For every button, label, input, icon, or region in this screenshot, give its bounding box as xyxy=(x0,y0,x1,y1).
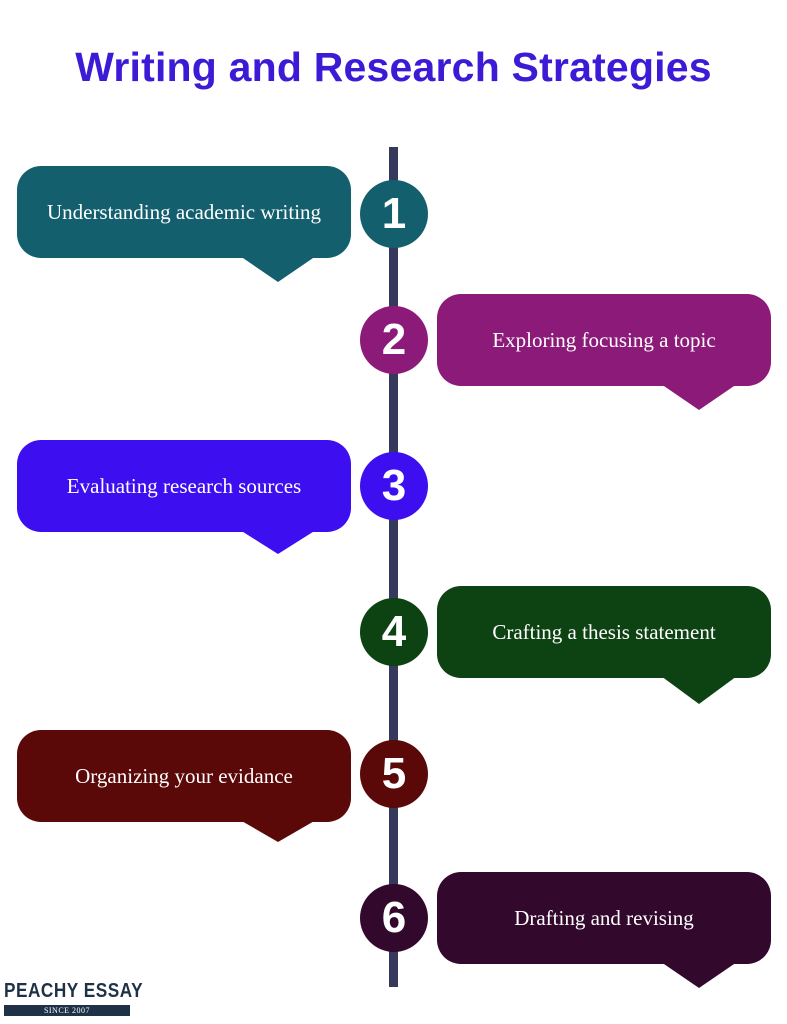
step-5-bubble-tail xyxy=(240,820,316,842)
step-6-label: Drafting and revising xyxy=(514,906,694,930)
timeline-spine xyxy=(389,147,398,987)
step-5-bubble: Organizing your evidance xyxy=(17,730,351,822)
step-6-bubble: Drafting and revising xyxy=(437,872,771,964)
logo-tagline: SINCE 2007 xyxy=(4,1005,130,1016)
logo-name: PEACHY ESSAY xyxy=(4,980,144,1002)
step-1-bubble: Understanding academic writing xyxy=(17,166,351,258)
step-4-bubble-tail xyxy=(661,676,737,704)
step-5-number-circle: 5 xyxy=(360,740,428,808)
step-4-label: Crafting a thesis statement xyxy=(492,620,716,644)
step-2-bubble-tail xyxy=(661,384,737,410)
peachy-essay-logo: PEACHY ESSAY SINCE 2007 xyxy=(4,980,144,1016)
step-6-bubble-tail xyxy=(661,962,737,988)
step-2-bubble: Exploring focusing a topic xyxy=(437,294,771,386)
step-2-number-circle: 2 xyxy=(360,306,428,374)
step-3-number-circle: 3 xyxy=(360,452,428,520)
step-1-label: Understanding academic writing xyxy=(46,200,322,224)
step-3-label: Evaluating research sources xyxy=(66,474,302,498)
page-title: Writing and Research Strategies xyxy=(75,44,712,90)
step-3-bubble-tail xyxy=(240,530,316,554)
step-4-bubble: Crafting a thesis statement xyxy=(437,586,771,678)
step-2-label: Exploring focusing a topic xyxy=(492,328,716,352)
step-3-bubble: Evaluating research sources xyxy=(17,440,351,532)
step-1-number-circle: 1 xyxy=(360,180,428,248)
step-6-number-circle: 6 xyxy=(360,884,428,952)
step-5-label: Organizing your evidance xyxy=(75,764,293,788)
step-1-bubble-tail xyxy=(240,256,316,282)
step-4-number-circle: 4 xyxy=(360,598,428,666)
